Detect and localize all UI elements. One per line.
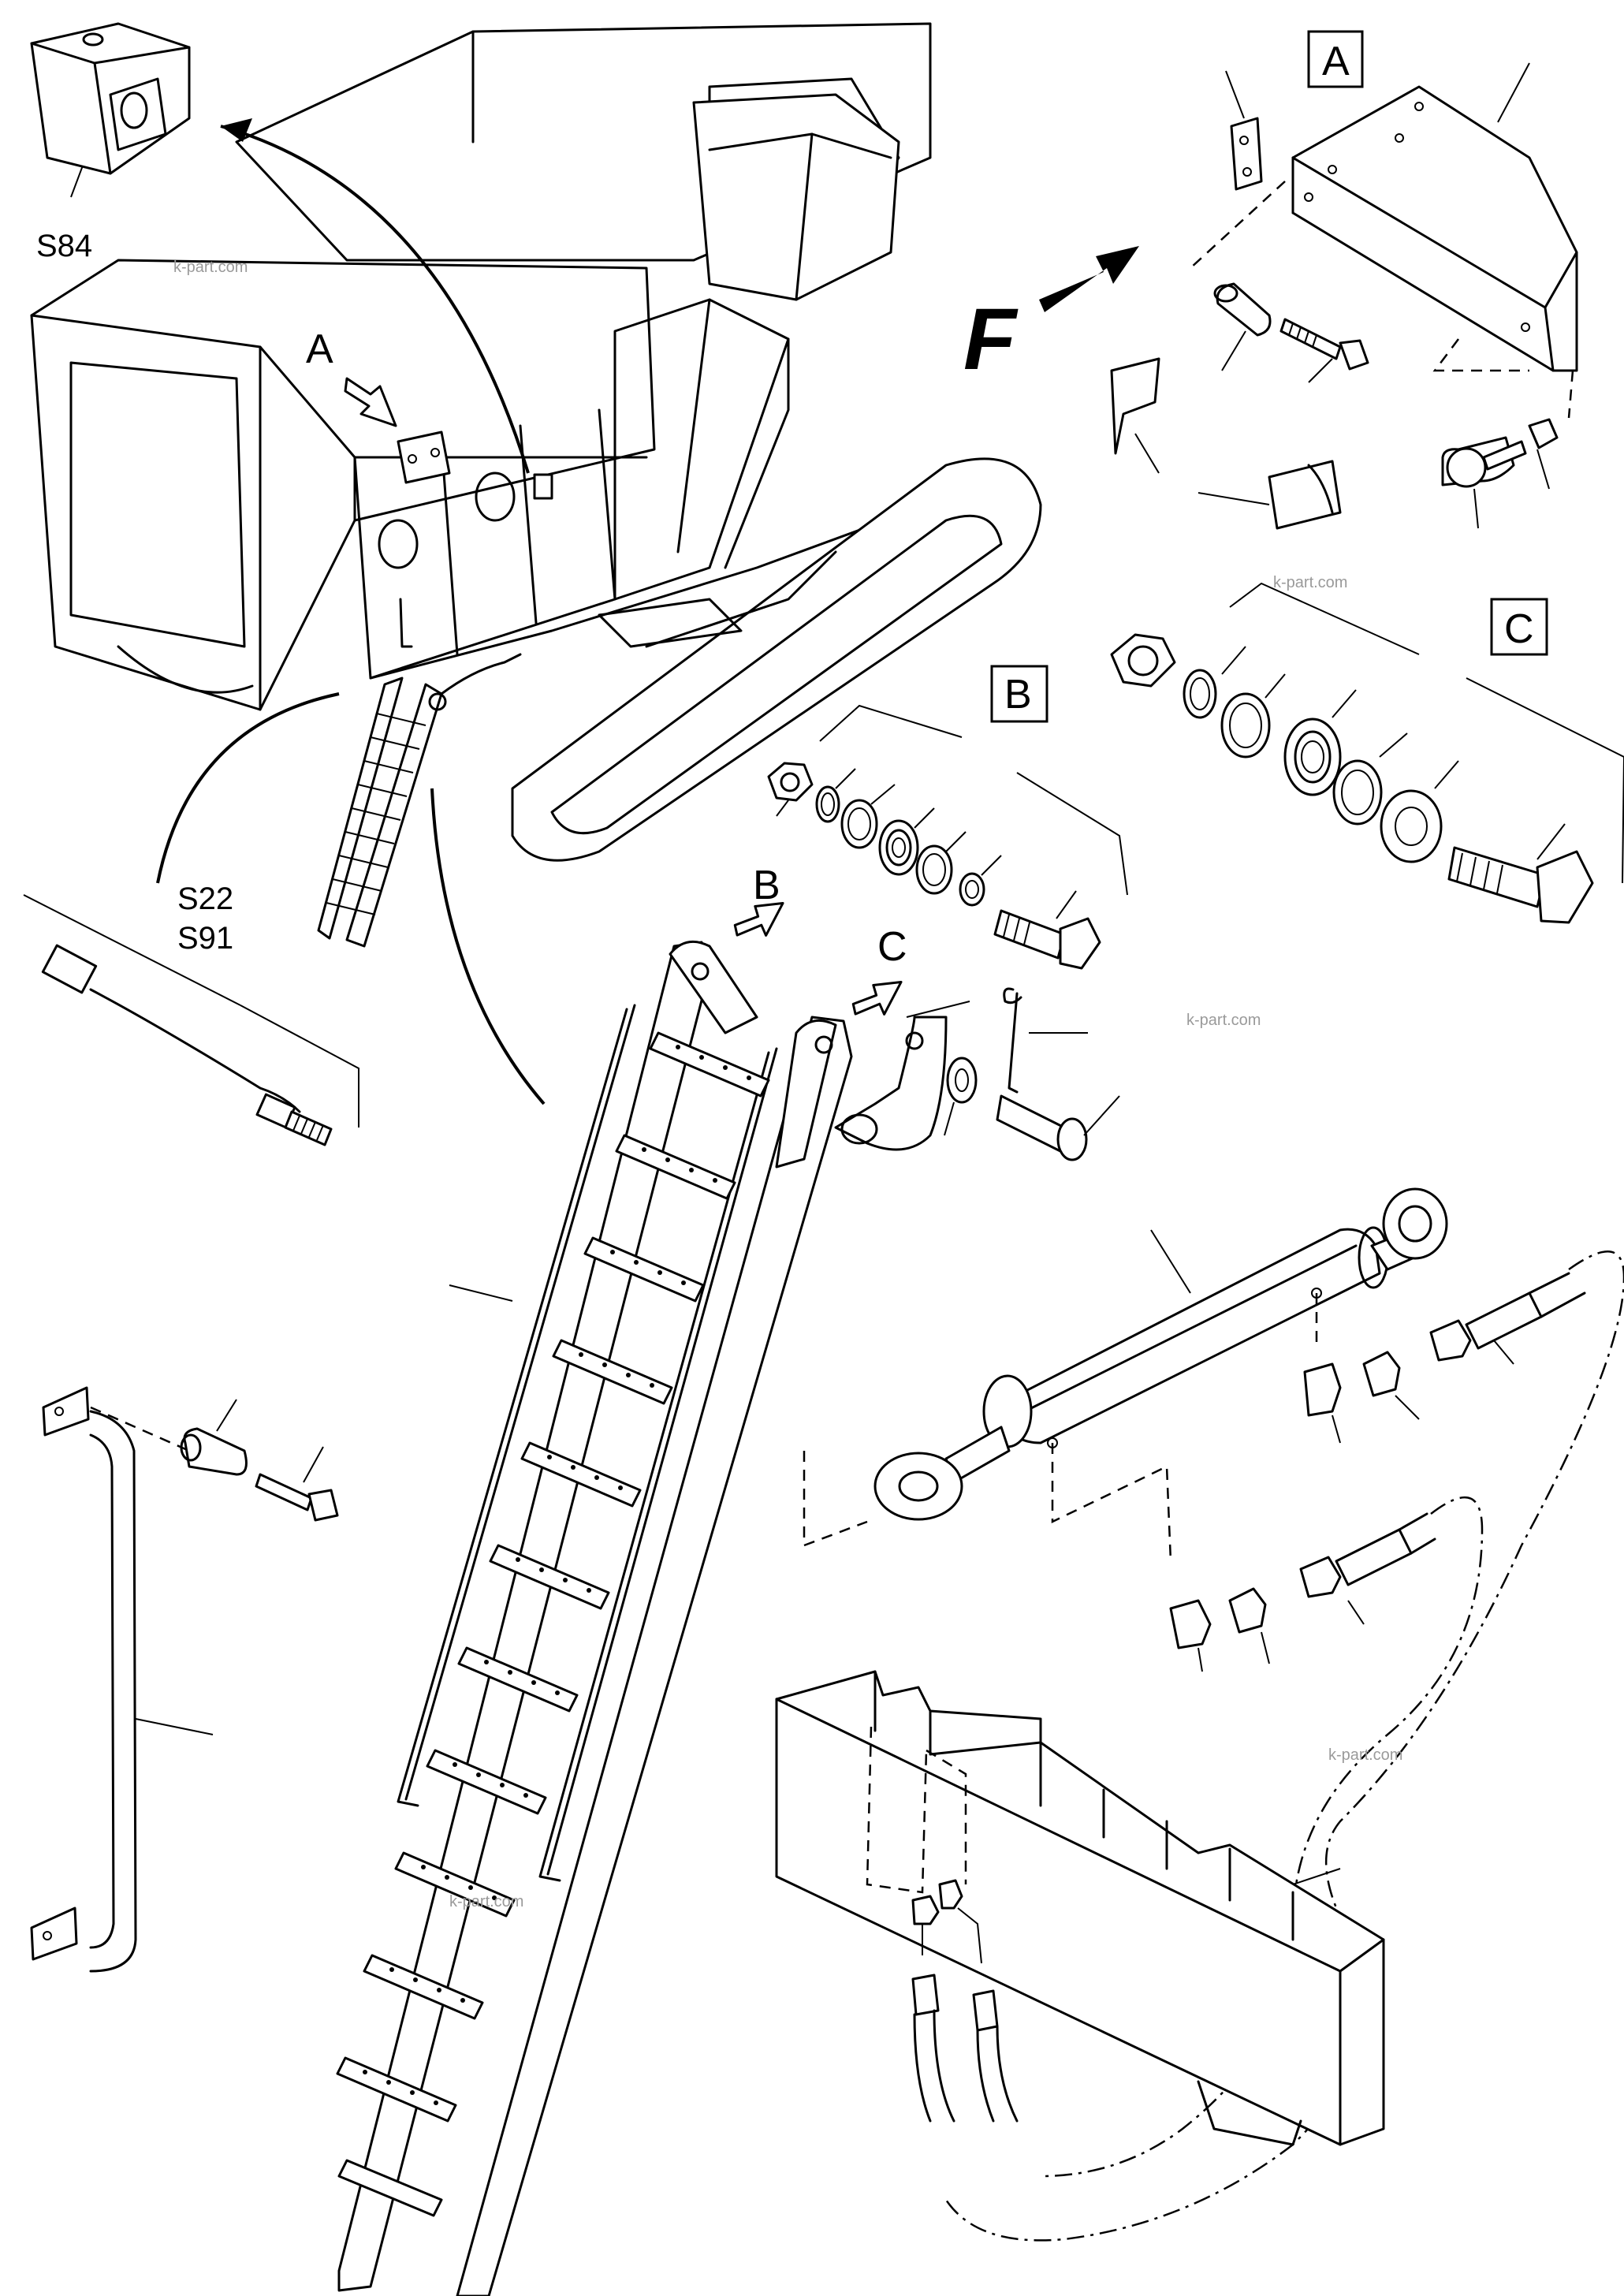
mounting-bracket xyxy=(1291,62,1578,372)
view-b-box xyxy=(990,665,1049,723)
callout-a: A xyxy=(306,326,333,372)
forward-label: F xyxy=(963,291,1019,388)
plate xyxy=(1225,70,1263,191)
callout-b: B xyxy=(753,863,780,908)
view-b-box-label: B xyxy=(1004,672,1032,718)
hydraulic-cylinder xyxy=(873,1187,1448,1521)
switch-box-s84 xyxy=(30,22,191,198)
fittings-lower xyxy=(1169,1512,1436,1672)
spacer-and-bolt xyxy=(1213,282,1369,383)
watermark: k-part.com xyxy=(1273,574,1347,591)
ladder-on-machine xyxy=(317,653,522,948)
view-c-box-label: C xyxy=(1504,606,1534,652)
label-s22: S22 xyxy=(177,882,233,916)
callout-b-arrow xyxy=(733,902,784,937)
view-a-box xyxy=(1307,30,1364,88)
hydraulic-tank xyxy=(775,1670,1385,2146)
handle-spacer-bolt xyxy=(180,1399,339,1522)
watermark: k-part.com xyxy=(1328,1746,1402,1764)
view-c-box xyxy=(1490,598,1548,656)
callout-c-arrow xyxy=(851,981,903,1016)
label-s84: S84 xyxy=(36,229,92,263)
bearing-assembly-b xyxy=(767,762,1101,970)
hinge-pin-set xyxy=(944,987,1120,1161)
watermark: k-part.com xyxy=(449,1893,523,1910)
bearing-assembly-c xyxy=(1110,633,1594,924)
leader-arcs xyxy=(156,118,546,1105)
label-s91: S91 xyxy=(177,921,233,956)
hose-route xyxy=(944,1250,1624,2242)
fittings-upper xyxy=(1303,1272,1586,1444)
forward-direction-indicator: F xyxy=(963,246,1139,388)
watermark: k-part.com xyxy=(1186,1012,1261,1029)
excavator-body xyxy=(30,22,1042,862)
view-a-box-label: A xyxy=(1322,39,1350,84)
proximity-sensor-cable xyxy=(23,894,359,1146)
callout-c: C xyxy=(877,924,907,970)
watermark: k-part.com xyxy=(173,259,248,276)
access-ladder xyxy=(336,940,970,2296)
pads xyxy=(1110,357,1342,530)
callout-a-arrow xyxy=(344,377,397,427)
rubber-stop xyxy=(1441,418,1559,529)
tank-ports xyxy=(911,1879,1019,2123)
grab-handle xyxy=(30,1386,214,1973)
